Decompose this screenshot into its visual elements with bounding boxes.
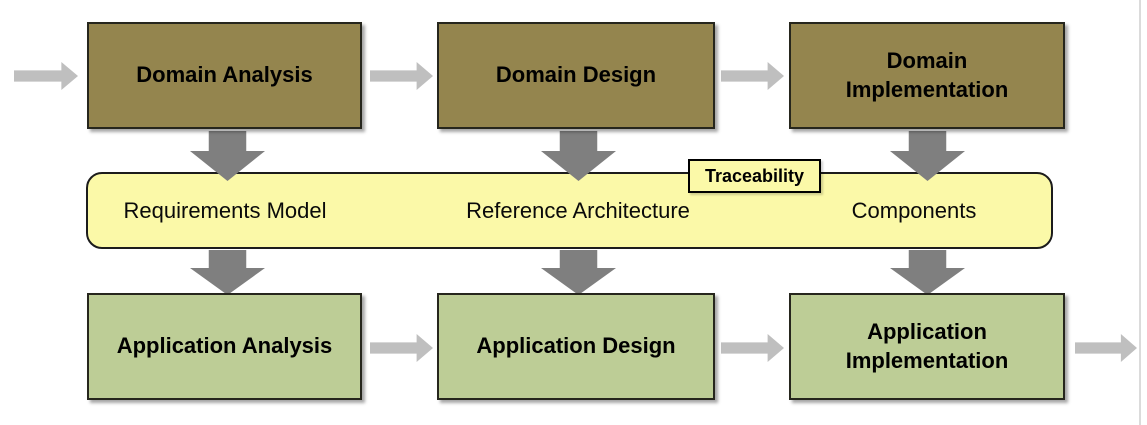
application-implementation-label: Application Implementation	[845, 318, 1009, 373]
components-label: Components	[851, 198, 977, 223]
arrow-down-icon	[890, 250, 965, 295]
traceability-tag-label: Traceability	[704, 165, 805, 186]
page-edge-line	[1139, 0, 1141, 425]
domain-implementation-label: Domain Implementation	[845, 47, 1009, 102]
application-analysis-label: Application Analysis	[116, 333, 333, 359]
arrow-down-icon	[190, 250, 265, 295]
application-design-box: Application Design	[437, 293, 715, 400]
arrow-right-icon	[721, 62, 784, 90]
domain-design-box: Domain Design	[437, 22, 715, 129]
application-design-label: Application Design	[476, 333, 676, 359]
arrow-down-icon	[541, 250, 616, 295]
domain-analysis-label: Domain Analysis	[136, 62, 313, 88]
arrow-right-icon	[14, 62, 78, 90]
application-analysis-box: Application Analysis	[87, 293, 362, 400]
application-implementation-box: Application Implementation	[789, 293, 1065, 400]
traceability-band	[86, 172, 1053, 249]
domain-design-label: Domain Design	[495, 62, 657, 88]
arrow-right-icon	[1075, 334, 1137, 362]
reference-architecture-label: Reference Architecture	[466, 198, 690, 223]
domain-implementation-box: Domain Implementation	[789, 22, 1065, 129]
arrow-right-icon	[370, 334, 433, 362]
domain-analysis-box: Domain Analysis	[87, 22, 362, 129]
arrow-right-icon	[721, 334, 784, 362]
traceability-tag: Traceability	[688, 159, 821, 193]
arrow-right-icon	[370, 62, 433, 90]
requirements-model-label: Requirements Model	[123, 198, 327, 223]
